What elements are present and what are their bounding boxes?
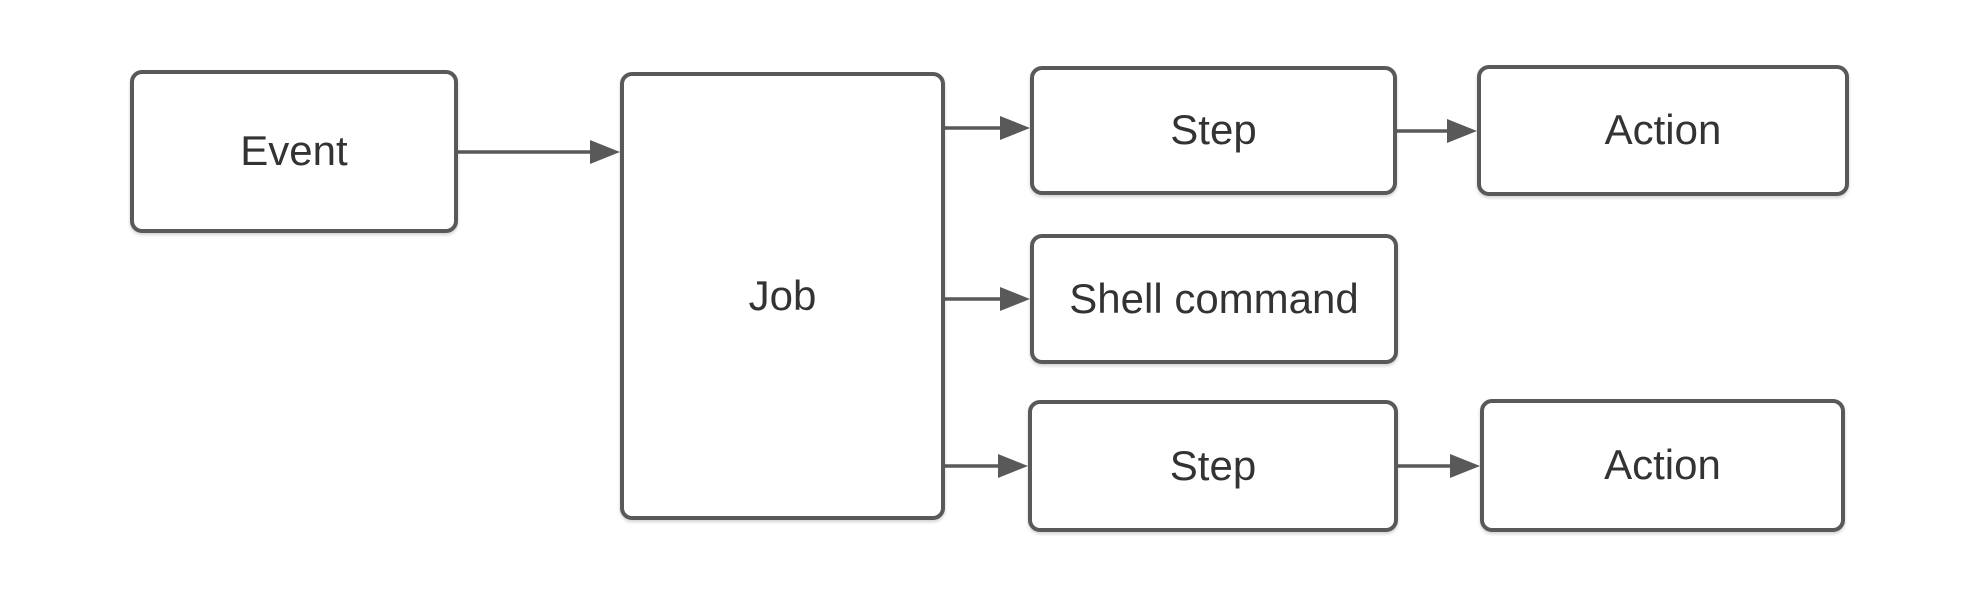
edge-event-job xyxy=(458,140,620,164)
edge-job-step-bottom xyxy=(945,454,1028,478)
node-job: Job xyxy=(620,72,945,520)
node-step-bottom-label: Step xyxy=(1169,441,1257,489)
node-shell-command: Shell command xyxy=(1030,234,1398,364)
node-shell-command-label: Shell command xyxy=(1069,274,1359,322)
node-action-bottom-label: Action xyxy=(1604,441,1721,489)
node-step-top: Step xyxy=(1030,66,1397,195)
node-job-label: Job xyxy=(748,271,817,319)
node-action-top-label: Action xyxy=(1604,106,1722,154)
node-event-label: Event xyxy=(240,127,348,175)
edge-job-step-top xyxy=(945,116,1030,140)
edge-step-bottom-action-bottom xyxy=(1398,454,1480,478)
node-action-bottom: Action xyxy=(1480,399,1845,532)
node-step-top-label: Step xyxy=(1170,106,1257,154)
node-step-bottom: Step xyxy=(1028,400,1398,532)
node-action-top: Action xyxy=(1477,65,1849,196)
edge-job-shell-command xyxy=(945,287,1030,311)
node-event: Event xyxy=(130,70,458,233)
edge-step-top-action-top xyxy=(1397,119,1477,143)
